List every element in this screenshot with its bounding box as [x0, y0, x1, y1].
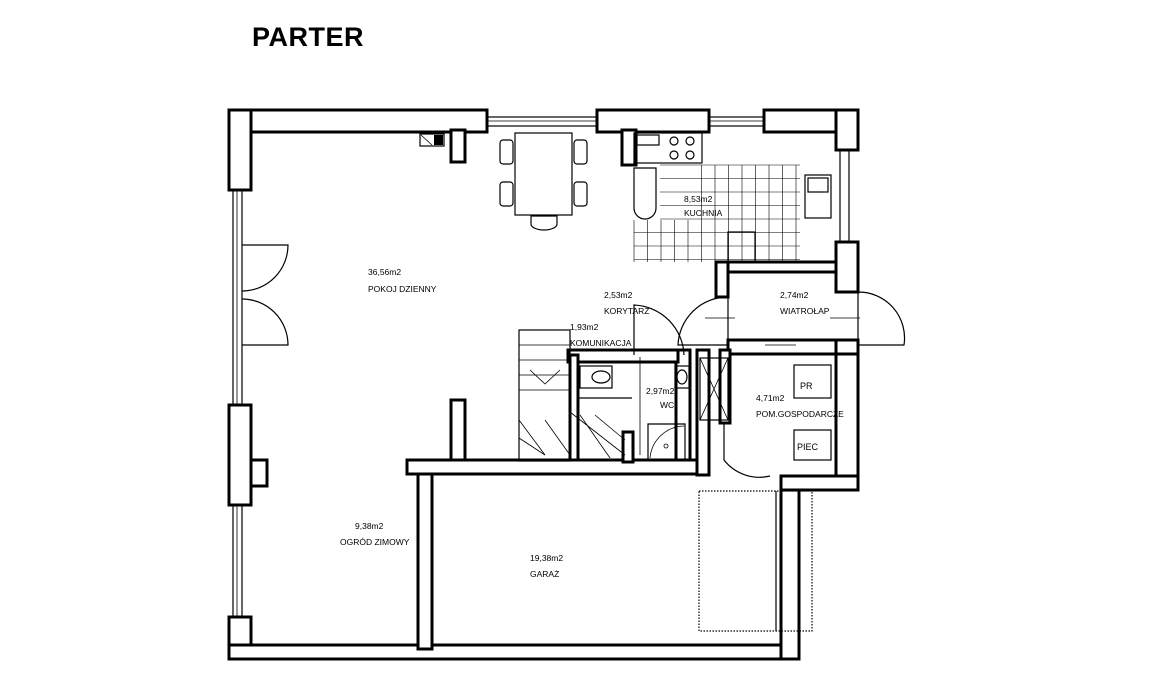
room-area-korytarz: 2,53m2 [604, 290, 633, 300]
wc-fixtures [579, 357, 690, 461]
ventilation-shaft [699, 357, 729, 421]
utility-fixtures: PR PIEC [793, 364, 832, 461]
room-labels: 36,56m2 POKOJ DZIENNY 8,53m2 KUCHNIA 2,5… [340, 194, 844, 579]
chimney-symbol [419, 133, 445, 147]
staircase [518, 329, 626, 462]
plan-title: PARTER [252, 22, 365, 52]
entrance-arrows [705, 317, 860, 346]
pr-label: PR [800, 381, 813, 391]
room-name-komunikacja: KOMUNIKACJA [570, 338, 632, 348]
piec-label: PIEC [797, 442, 819, 452]
room-name-pom-gospodarcze: POM.GOSPODARCZE [756, 409, 844, 419]
dining-table [499, 132, 588, 231]
inner-walls [405, 128, 860, 651]
room-area-pokoj-dzienny: 36,56m2 [368, 267, 401, 277]
room-area-wc: 2,97m2 [646, 386, 675, 396]
room-name-kuchnia: KUCHNIA [684, 208, 723, 218]
room-name-wc: WC [660, 400, 674, 410]
room-area-komunikacja: 1,93m2 [570, 322, 599, 332]
room-name-garaz: GARAŻ [530, 569, 559, 579]
kitchen-fixtures [633, 132, 832, 263]
kitchen-tile-grid [633, 164, 800, 262]
room-area-wiatrolap: 2,74m2 [780, 290, 809, 300]
room-area-pom-gospodarcze: 4,71m2 [756, 393, 785, 403]
room-area-kuchnia: 8,53m2 [684, 194, 713, 204]
room-area-garaz: 19,38m2 [530, 553, 563, 563]
room-name-ogrod-zimowy: OGRÓD ZIMOWY [340, 537, 410, 547]
room-name-korytarz: KORYTARZ [604, 306, 650, 316]
room-area-ogrod-zimowy: 9,38m2 [355, 521, 384, 531]
room-name-wiatrolap: WIATROŁAP [780, 306, 830, 316]
garage-door [698, 490, 813, 632]
room-name-pokoj-dzienny: POKOJ DZIENNY [368, 284, 437, 294]
doors [241, 244, 906, 478]
